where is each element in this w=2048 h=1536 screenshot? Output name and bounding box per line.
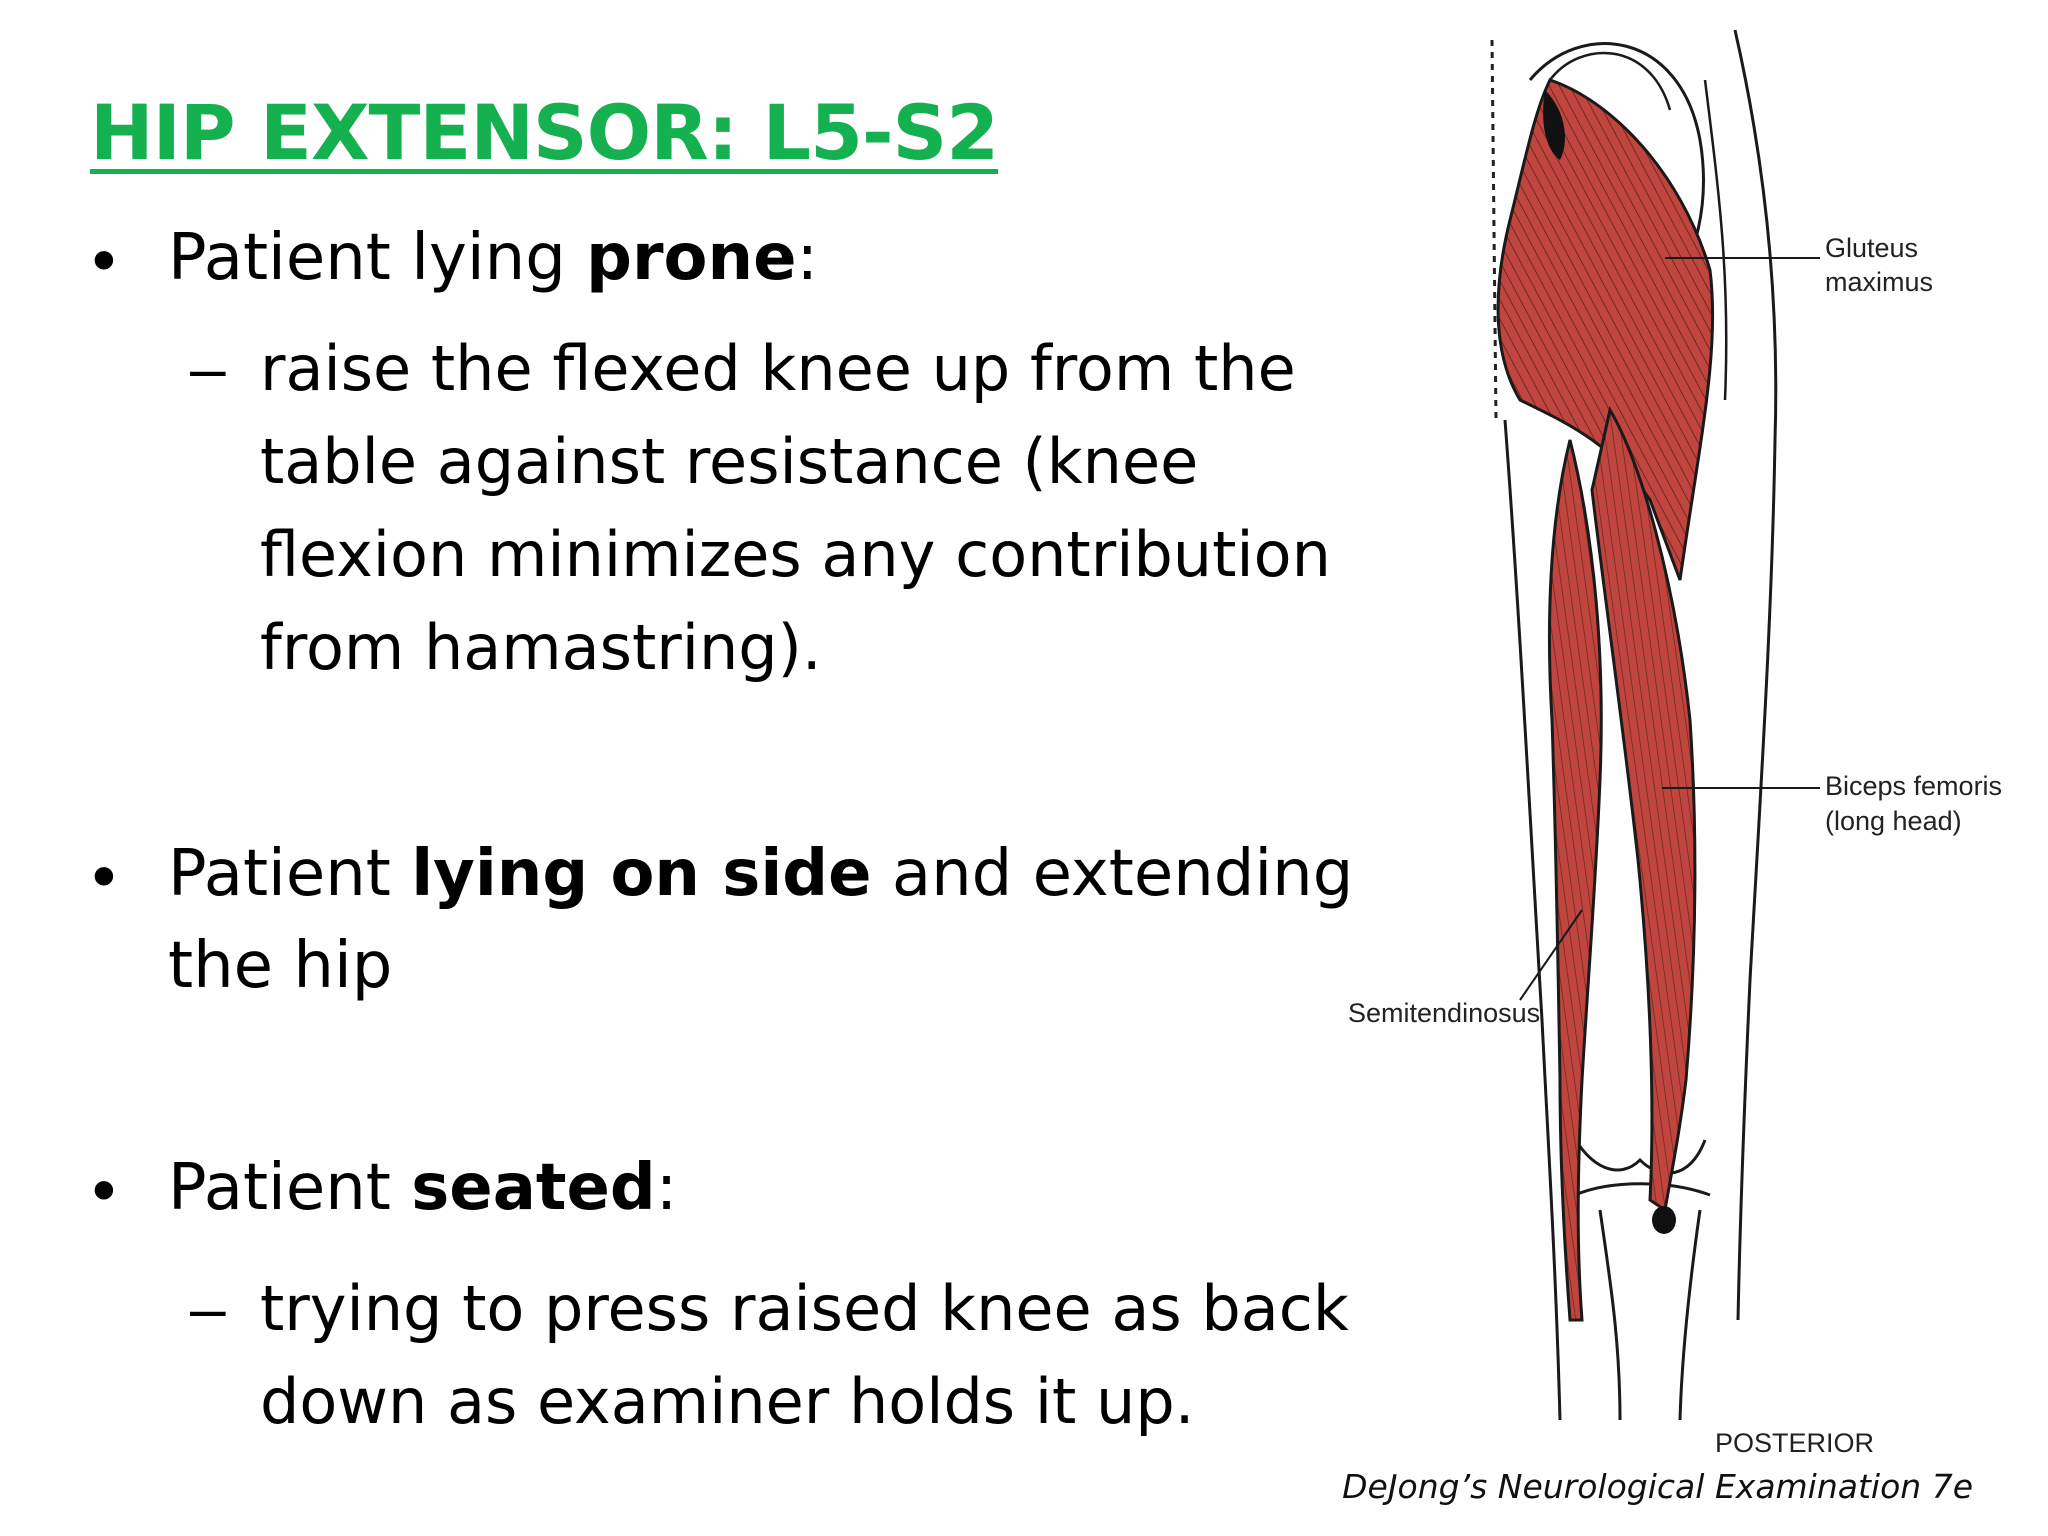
- sub-bullet-line: down as examiner holds it up.: [260, 1365, 1195, 1438]
- bullet-marker: •: [92, 222, 116, 298]
- iliac-inner-outline: [1549, 51, 1672, 111]
- sub-bullet-line: flexion minimizes any contribution: [260, 518, 1331, 591]
- sacral-shadow: [1543, 90, 1565, 160]
- biceps-femoris-muscle: [1590, 406, 1697, 1213]
- bullet-text: and extending: [871, 837, 1354, 911]
- bullet-emphasis: prone: [586, 221, 797, 295]
- tibia-shaft-outline: [1598, 1209, 1702, 1421]
- bullet-emphasis: lying on side: [411, 837, 872, 911]
- label-biceps-line1: Biceps femoris: [1825, 771, 2002, 801]
- bullet-item-seated: Patient seated:: [168, 1142, 1368, 1234]
- sub-bullet-line: raise the flexed knee up from the: [260, 332, 1296, 405]
- bullet-emphasis: seated: [411, 1151, 656, 1225]
- bullet-text: Patient: [168, 1151, 412, 1225]
- label-biceps-line2: (long head): [1825, 806, 1962, 836]
- leader-line-semitendinosus: [1519, 909, 1583, 1001]
- trochanter-outline: [1703, 79, 1728, 401]
- thigh-lateral-outline: [1733, 29, 1778, 1321]
- bullet-text: the hip: [168, 929, 393, 1003]
- sub-bullet-line: table against resistance (knee: [260, 425, 1199, 498]
- slide-title: HIP EXTENSOR: L5-S2: [90, 88, 999, 177]
- bullet-marker: •: [92, 1152, 116, 1228]
- sub-bullet-item-seated: trying to press raised knee as back down…: [260, 1262, 1360, 1448]
- bullet-text: Patient: [168, 837, 412, 911]
- sub-bullet-item-prone: raise the flexed knee up from the table …: [260, 322, 1360, 694]
- label-view-posterior: POSTERIOR: [1715, 1428, 1874, 1458]
- label-gluteus-line1: Gluteus: [1825, 233, 1918, 263]
- thigh-medial-outline: [1503, 419, 1562, 1421]
- sub-bullet-marker: –: [190, 1272, 226, 1344]
- bullet-item-prone: Patient lying prone:: [168, 212, 1368, 304]
- fibular-head: [1652, 1206, 1676, 1234]
- label-semitendinosus: Semitendinosus: [1348, 998, 1540, 1028]
- figure-citation: DeJong’s Neurological Examination 7e: [1342, 1467, 1973, 1506]
- bullet-text: :: [796, 221, 819, 295]
- tibia-plateau-outline: [1574, 1182, 1711, 1197]
- bullet-marker: •: [92, 838, 116, 914]
- femur-condyle-outline: [1568, 1129, 1707, 1175]
- semitendinosus-muscle: [1547, 439, 1603, 1322]
- bullet-item-side: Patient lying on side and extending the …: [168, 828, 1368, 1012]
- sub-bullet-marker: –: [190, 332, 226, 404]
- hip-extensor-anatomy-illustration: Gluteus maximus Biceps femoris (long hea…: [1348, 29, 2002, 1458]
- bullet-text: Patient lying: [168, 221, 587, 295]
- sub-bullet-line: from hamastring).: [260, 611, 822, 684]
- label-gluteus-line2: maximus: [1825, 267, 1933, 297]
- bullet-text: :: [655, 1151, 678, 1225]
- midline-dotted: [1490, 39, 1498, 421]
- sub-bullet-line: trying to press raised knee as back: [260, 1272, 1349, 1345]
